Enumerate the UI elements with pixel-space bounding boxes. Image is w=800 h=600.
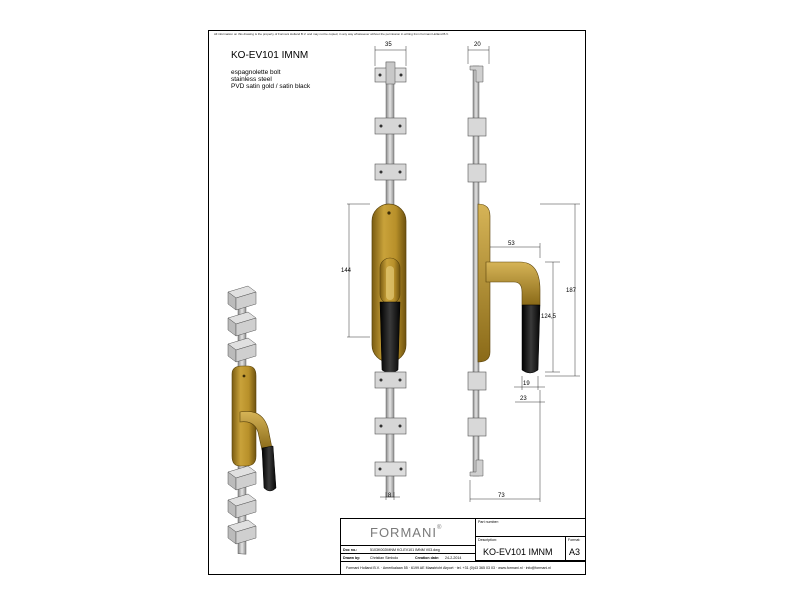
side-guide-block	[467, 417, 487, 437]
part-number-label: Part number:	[478, 520, 499, 524]
iso-guide-block	[227, 337, 257, 363]
dim-handle-height: 124,5	[541, 314, 557, 320]
iso-guide-block	[227, 465, 257, 491]
side-guide-block	[467, 371, 487, 391]
description-line-1: espagnolette bolt	[231, 69, 281, 76]
format-value: A3	[569, 547, 581, 557]
iso-bracket	[227, 285, 257, 311]
iso-handle-grip	[261, 445, 277, 492]
dim-overall-height: 187	[566, 288, 577, 294]
side-guide-block	[467, 117, 487, 137]
side-guide-block	[467, 163, 487, 183]
dim-front-height: 144	[341, 268, 352, 274]
dim-handle-depth: 53	[508, 241, 515, 247]
description-value: KO-EV101 IMNM	[483, 547, 553, 557]
front-handle-grip	[379, 301, 401, 374]
product-title: KO-EV101 IMNM	[231, 50, 309, 61]
dim-grip-bottom: 19	[523, 381, 530, 387]
front-guide-block	[374, 417, 407, 435]
title-block: FORMANI® Part number: Description: KO-EV…	[340, 518, 586, 575]
dim-grip-offset: 23	[520, 396, 527, 402]
description-line-2: stainless steel	[231, 76, 272, 83]
iso-bracket	[227, 519, 257, 545]
address-cell	[340, 561, 586, 575]
legal-notice: All information on this drawing is the p…	[214, 32, 449, 36]
front-bracket-bottom	[374, 461, 407, 477]
creation-label: Creation date:	[415, 556, 440, 560]
iso-guide-block	[227, 311, 257, 337]
side-handle-gold	[485, 261, 541, 306]
side-handle-grip	[521, 304, 541, 374]
dim-front-rod: 8	[388, 493, 392, 499]
front-view	[371, 61, 407, 498]
doc-value: 5103K002IMNM KO-EV101 IMNM V03.dwg	[370, 548, 440, 552]
company-address: Formani Holland B.V. · Amerikalaan 55 · …	[346, 566, 551, 570]
brand-logo: FORMANI®	[370, 525, 443, 540]
drawn-label: Drawn by:	[343, 556, 361, 560]
dim-overall-depth: 73	[498, 493, 505, 499]
side-view	[467, 65, 541, 477]
side-escutcheon	[477, 203, 491, 363]
dim-front-width: 35	[385, 42, 392, 48]
dim-side-width: 20	[474, 42, 481, 48]
description-label: Description:	[478, 538, 497, 542]
format-cell	[565, 536, 586, 561]
description-line-3: PVD satin gold / satin black	[231, 83, 311, 90]
format-label: Format:	[568, 538, 581, 542]
creation-value: 24-2-2014	[445, 556, 462, 560]
doc-label: Doc no.:	[343, 548, 358, 552]
side-bottom-hook	[469, 459, 484, 477]
front-bracket-top	[374, 61, 407, 85]
side-top-hook	[469, 65, 484, 83]
iso-guide-block	[227, 493, 257, 519]
front-guide-block	[374, 163, 407, 181]
isometric-view	[227, 285, 277, 555]
drawn-value: Christian Simbolo	[370, 556, 399, 560]
front-guide-block	[374, 371, 407, 389]
front-guide-block	[374, 117, 407, 135]
